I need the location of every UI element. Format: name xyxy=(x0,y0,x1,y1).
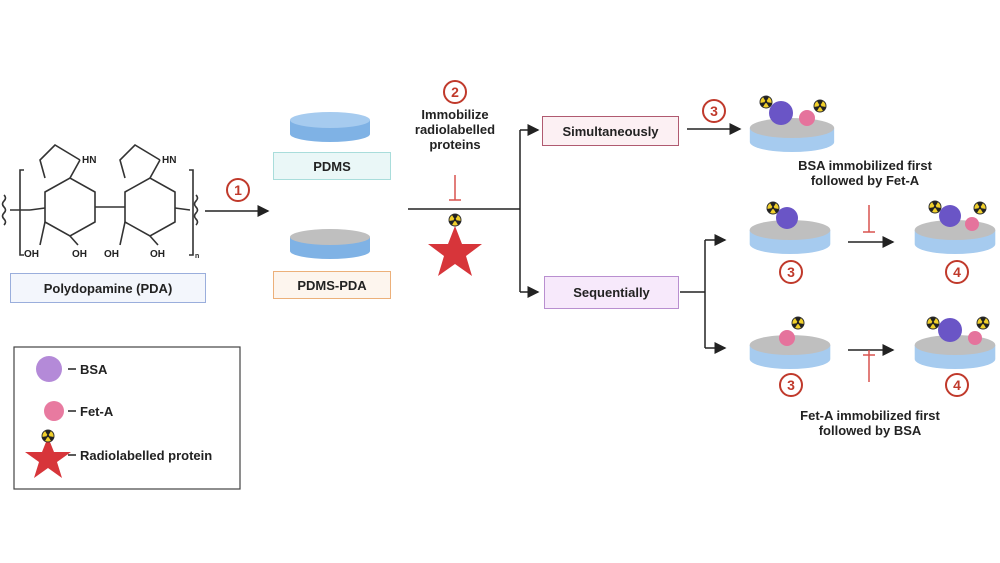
legend-feta-label: Fet-A xyxy=(80,404,114,419)
step4-seq-bottom: 4 xyxy=(953,377,961,393)
sequentially-box: Sequentially xyxy=(544,276,679,309)
immobilize-text: Immobilize radiolabelled proteins xyxy=(414,107,496,152)
step1-num: 1 xyxy=(234,182,242,198)
legend-radiolabelled-icon xyxy=(25,429,71,478)
pda-oh-4: OH xyxy=(150,249,165,260)
simultaneously-box: Simultaneously xyxy=(542,116,679,146)
legend-feta-icon xyxy=(44,401,64,421)
pda-label: Polydopamine (PDA) xyxy=(10,273,206,303)
pdms-disk xyxy=(290,112,370,142)
legend-bsa-label: BSA xyxy=(80,362,108,377)
pdms-label: PDMS xyxy=(273,152,391,180)
sim-disk xyxy=(749,118,835,152)
pda-n: n xyxy=(195,253,199,260)
step3-seq-bottom: 3 xyxy=(787,377,795,393)
step3-sim-num: 3 xyxy=(710,103,718,119)
pda-oh-1: OH xyxy=(24,249,39,260)
step2-circle xyxy=(443,80,467,104)
step3-seq-top: 3 xyxy=(787,264,795,280)
legend-radiolabelled-label: Radiolabelled protein xyxy=(80,448,213,463)
pdms-pda-label: PDMS-PDA xyxy=(273,271,391,299)
feta-first-caption: Fet-A immobilized first followed by BSA xyxy=(800,408,940,438)
step4-seq-top: 4 xyxy=(953,264,961,280)
radiolabelled-star-icon xyxy=(428,213,482,276)
bsa-icon xyxy=(769,101,793,125)
feta-icon xyxy=(799,110,815,126)
pda-oh-3: OH xyxy=(104,249,119,260)
pdms-pda-disk xyxy=(290,229,370,259)
legend-bsa-icon xyxy=(36,356,62,382)
pda-structure xyxy=(1,143,199,256)
pda-hn-1: HN xyxy=(82,155,96,166)
bsa-first-caption: BSA immobilized first followed by Fet-A xyxy=(798,158,932,188)
step2-num: 2 xyxy=(451,84,459,100)
step1-circle xyxy=(226,178,250,202)
pda-hn-2: HN xyxy=(162,155,176,166)
pda-oh-2: OH xyxy=(72,249,87,260)
